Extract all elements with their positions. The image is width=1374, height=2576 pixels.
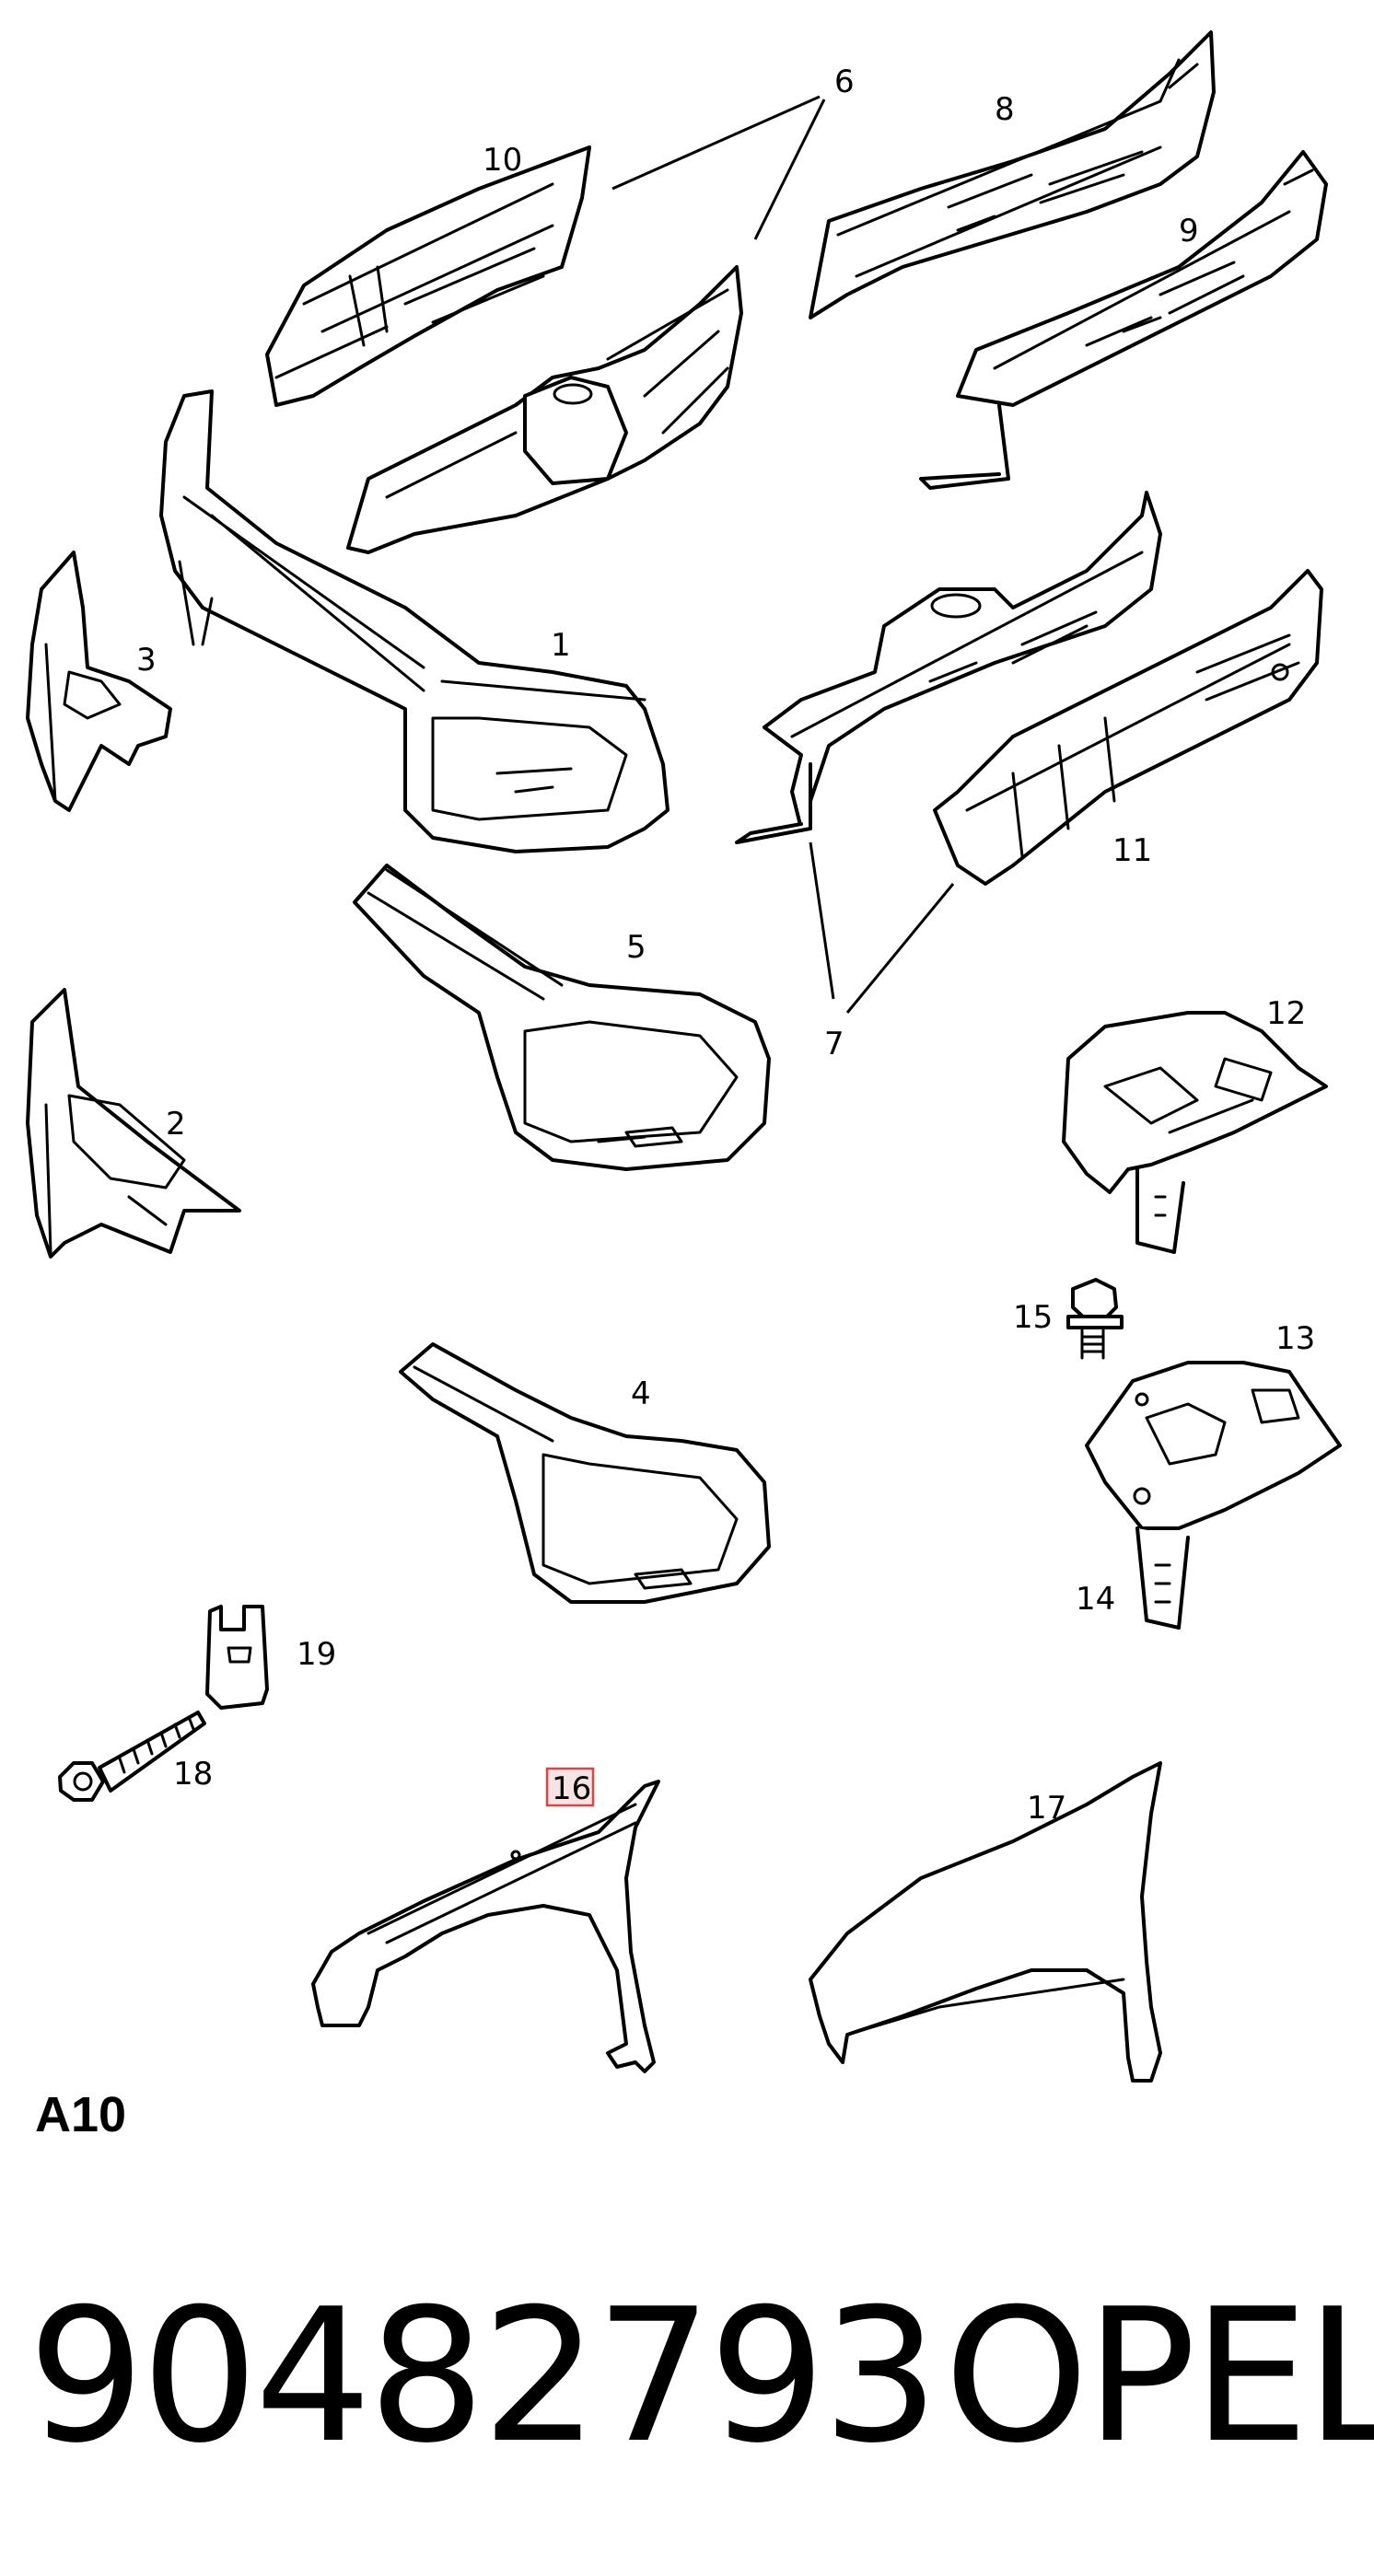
part-12 — [1062, 1011, 1328, 1254]
part-15-bolt — [1066, 1278, 1124, 1360]
part-9 — [919, 150, 1328, 490]
part-8 — [809, 30, 1216, 319]
callout-16: 16 — [552, 1770, 591, 1807]
part-11 — [933, 569, 1323, 886]
callout-18: 18 — [173, 1756, 213, 1793]
callout-12: 12 — [1266, 995, 1306, 1032]
section-label: A10 — [35, 2087, 126, 2142]
callout-19: 19 — [297, 1636, 336, 1673]
callout-14: 14 — [1076, 1581, 1115, 1618]
part-18-screw — [58, 1711, 206, 1802]
callout-1: 1 — [551, 627, 571, 664]
callout-5: 5 — [626, 929, 646, 966]
part-1 — [159, 389, 670, 853]
part-4 — [399, 1342, 771, 1604]
part-16-fender-inner — [311, 1780, 660, 2073]
callout-15: 15 — [1013, 1299, 1053, 1336]
brand-name: OPEL — [944, 2269, 1374, 2484]
callout-11: 11 — [1112, 832, 1152, 869]
callout-17: 17 — [1027, 1790, 1066, 1827]
callout-labels: 1 2 3 4 5 6 7 8 9 10 11 12 13 14 15 16 1… — [136, 64, 1315, 1827]
callout-13: 13 — [1275, 1320, 1315, 1357]
callout-8: 8 — [995, 91, 1015, 128]
callout-6: 6 — [834, 64, 855, 100]
part-14 — [1135, 1526, 1190, 1630]
callout-3: 3 — [136, 642, 157, 679]
callout-16-highlight — [545, 1767, 595, 1807]
callout-2: 2 — [166, 1106, 186, 1143]
part-3 — [26, 551, 172, 812]
part-2 — [26, 988, 241, 1259]
part-5 — [353, 864, 771, 1171]
part-13 — [1085, 1361, 1342, 1530]
part-10 — [265, 145, 591, 407]
part-17-fender — [809, 1761, 1162, 2083]
callout-10: 10 — [483, 142, 522, 179]
callout-7: 7 — [824, 1026, 844, 1062]
part-19-clip — [205, 1605, 269, 1710]
part-7 — [735, 491, 1162, 844]
part-number: 90482793 — [28, 2269, 936, 2484]
part-6 — [346, 265, 743, 554]
callout-9: 9 — [1179, 213, 1199, 249]
leader-lines — [611, 95, 955, 1014]
callout-4: 4 — [631, 1375, 651, 1412]
